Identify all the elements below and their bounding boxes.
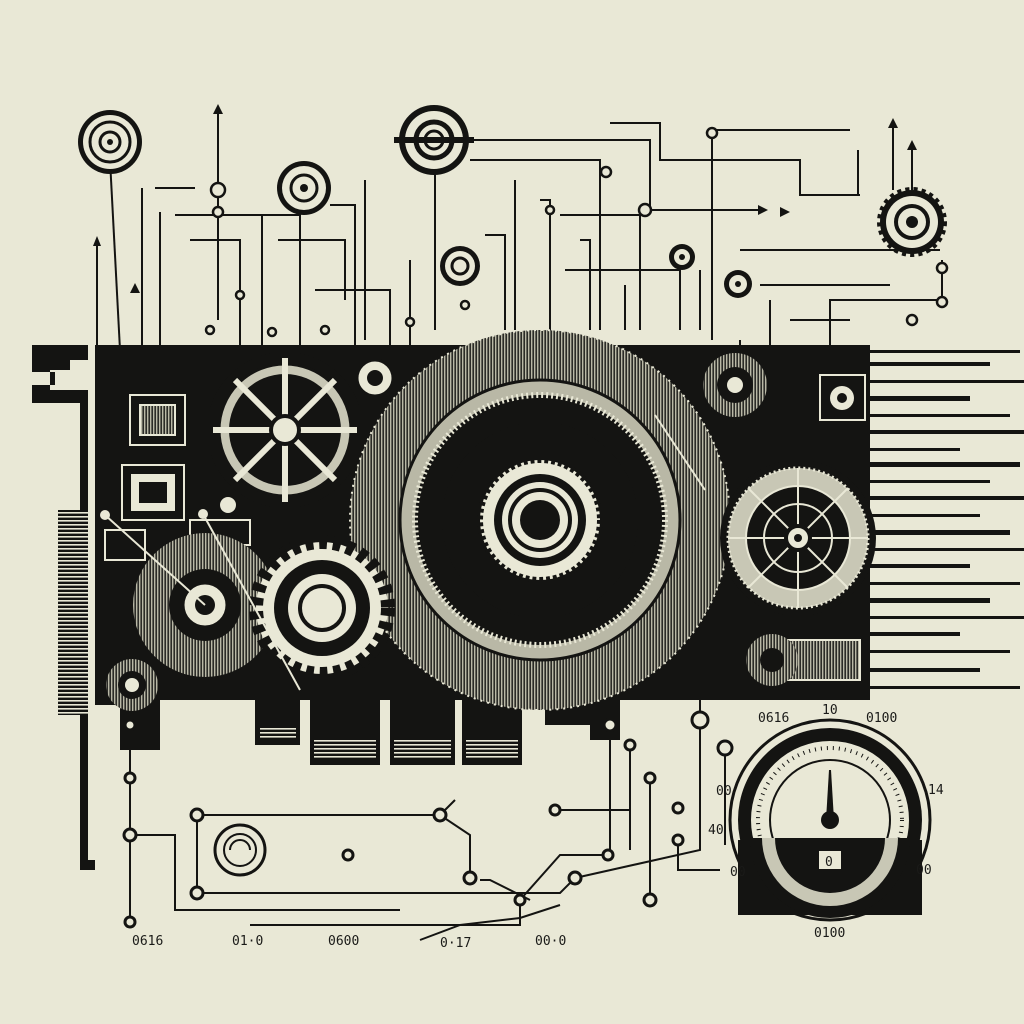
gear-icon	[78, 110, 142, 174]
circuit-node-icon	[123, 771, 137, 785]
circuit-node-icon	[266, 326, 278, 338]
gauge-label-top: 10	[822, 703, 838, 718]
circuit-node-icon	[637, 202, 653, 218]
arrow-icon	[93, 236, 101, 246]
gear-icon	[355, 358, 395, 398]
arrow-icon	[888, 118, 898, 128]
circuit-node-icon	[404, 316, 416, 328]
gear-icon	[207, 352, 363, 508]
gear-icon	[277, 161, 331, 215]
circuit-node-icon	[513, 893, 527, 907]
circuit-node-icon	[462, 870, 478, 886]
arrow-icon	[213, 104, 223, 114]
circuit-node-icon	[204, 324, 216, 336]
gear-icon	[213, 823, 267, 877]
gear-icon	[703, 353, 767, 417]
circuit-node-icon	[341, 848, 355, 862]
gear-icon	[724, 270, 752, 298]
bottom-label-2: 01·0	[232, 934, 263, 949]
circuit-node-icon	[671, 801, 685, 815]
gauge-label-left-mid: 40	[708, 823, 724, 838]
gauge-needle	[826, 770, 834, 820]
circuit-node-icon	[623, 738, 637, 752]
circuit-node-icon	[234, 289, 246, 301]
circuit-node-icon	[567, 870, 583, 886]
circuit-node-icon	[671, 833, 685, 847]
gauge-label-center: 0	[825, 855, 833, 870]
gear-icon	[822, 378, 862, 418]
gear-icon	[440, 246, 480, 286]
circuit-node-icon	[459, 299, 471, 311]
gear-icon	[106, 659, 158, 711]
circuit-node-icon	[548, 803, 562, 817]
pcb-streaks	[870, 350, 1024, 689]
gauge-label-left: 00	[716, 784, 732, 799]
circuit-node-icon	[544, 204, 556, 216]
circuit-node-icon	[432, 807, 448, 823]
circuit-node-icon	[189, 807, 205, 823]
circuit-node-icon	[319, 324, 331, 336]
circuit-arrows	[93, 104, 917, 293]
circuit-node-icon	[935, 295, 949, 309]
arrow-icon	[758, 205, 768, 215]
gear-icon	[720, 460, 876, 616]
circuit-node-icon	[602, 717, 618, 733]
gauge-label-right: 14	[928, 783, 944, 798]
circuit-node-icon	[123, 915, 137, 929]
arrow-icon	[130, 283, 140, 293]
pcie-connector	[255, 700, 522, 765]
circuit-node-icon	[189, 885, 205, 901]
gauge-label-top-left: 0616	[758, 711, 789, 726]
circuit-traces	[96, 110, 943, 351]
gauge-icon	[728, 718, 932, 922]
bottom-label-3: 0600	[328, 934, 359, 949]
gauge-label-left-low: 00	[730, 865, 746, 880]
circuit-node-icon	[209, 181, 227, 199]
circuit-node-icon	[123, 718, 137, 732]
fan-icon	[349, 329, 731, 711]
arrow-icon	[907, 140, 917, 150]
card-bracket	[32, 345, 95, 870]
lower-nodes	[122, 710, 734, 929]
circuit-node-icon	[716, 739, 734, 757]
circuit-node-icon	[935, 261, 949, 275]
circuit-node-icon	[643, 771, 657, 785]
gauge-label-bottom: 0100	[814, 926, 845, 941]
gear-icon	[746, 634, 798, 686]
gauge-label-top-right: 0100	[866, 711, 897, 726]
bottom-labels: 0616 01·0 0600 0·17 00·0	[132, 934, 566, 951]
circuit-node-icon	[642, 892, 658, 908]
circuit-node-icon	[211, 205, 225, 219]
pcb-board	[95, 329, 1024, 765]
gear-icon	[249, 535, 395, 681]
lower-traces	[129, 649, 730, 941]
gauge-labels: 0616 10 0100 14 00 40 00 00 0100 0	[708, 703, 944, 941]
circuit-node-icon	[122, 827, 138, 843]
gear-icon	[394, 105, 474, 175]
bottom-label-5: 00·0	[535, 934, 566, 949]
circuit-node-icon	[905, 313, 919, 327]
circuit-node-icon	[601, 848, 615, 862]
bottom-label-4: 0·17	[440, 936, 471, 951]
circuit-node-icon	[690, 710, 710, 730]
circuit-nodes	[204, 126, 949, 338]
circuit-node-icon	[599, 165, 613, 179]
gauge-label-bottom-right: 00	[916, 863, 932, 878]
bottom-label-1: 0616	[132, 934, 163, 949]
gear-icon	[877, 187, 947, 257]
gear-icon	[669, 244, 695, 270]
arrow-icon	[780, 207, 790, 217]
upper-gears	[78, 105, 947, 298]
circuit-node-icon	[705, 126, 719, 140]
